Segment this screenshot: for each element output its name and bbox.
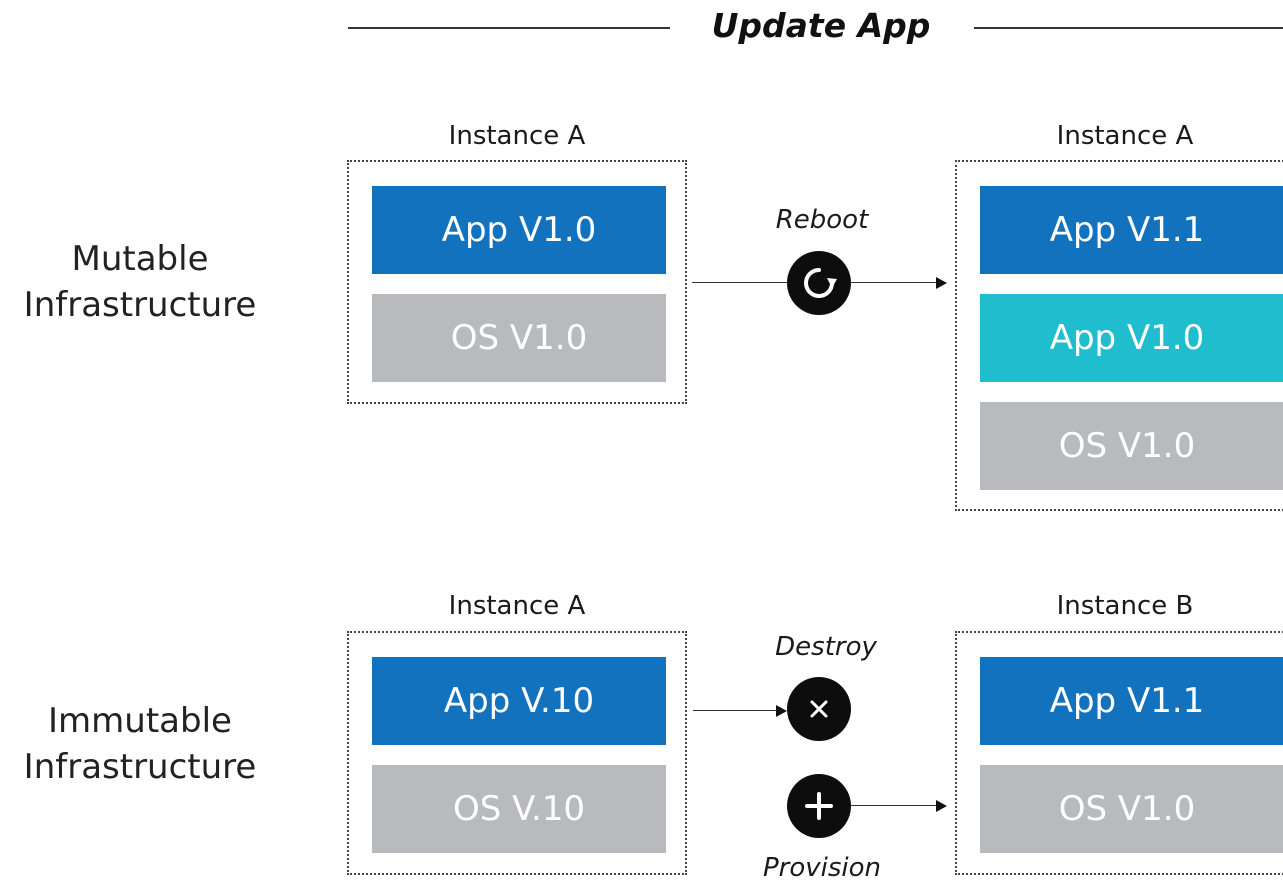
immutable-before-instance-title: Instance A bbox=[448, 591, 586, 621]
immutable-before-os-block: OS V.10 bbox=[372, 765, 666, 853]
immutable-before-app-block: App V.10 bbox=[372, 657, 666, 745]
immutable-after-os-block: OS V1.0 bbox=[980, 765, 1283, 853]
mutable-connector-line-left bbox=[692, 282, 788, 283]
mutable-after-instance-title: Instance A bbox=[1056, 121, 1194, 151]
provision-connector-line bbox=[851, 805, 937, 806]
plus-icon bbox=[787, 774, 851, 838]
mutable-before-instance-title: Instance A bbox=[448, 121, 586, 151]
mutable-arrowhead bbox=[936, 277, 947, 289]
mutable-after-instance: App V1.1 App V1.0 OS V1.0 bbox=[955, 160, 1283, 511]
immutable-row-label: Immutable Infrastructure bbox=[10, 698, 270, 790]
close-icon bbox=[787, 677, 851, 741]
immutable-after-instance-title: Instance B bbox=[1056, 591, 1194, 621]
mutable-after-app-old-block: App V1.0 bbox=[980, 294, 1283, 382]
mutable-row-label: Mutable Infrastructure bbox=[10, 236, 270, 328]
mutable-after-app-new-block: App V1.1 bbox=[980, 186, 1283, 274]
provision-label: Provision bbox=[762, 853, 882, 883]
destroy-connector-line bbox=[693, 710, 777, 711]
reboot-label: Reboot bbox=[775, 205, 869, 235]
mutable-before-instance: App V1.0 OS V1.0 bbox=[347, 160, 687, 404]
mutable-before-os-block: OS V1.0 bbox=[372, 294, 666, 382]
immutable-after-app-block: App V1.1 bbox=[980, 657, 1283, 745]
immutable-after-instance: App V1.1 OS V1.0 bbox=[955, 631, 1283, 875]
immutable-before-instance: App V.10 OS V.10 bbox=[347, 631, 687, 875]
diagram-title: Update App bbox=[711, 6, 931, 45]
header-line-right bbox=[974, 27, 1283, 29]
mutable-before-app-block: App V1.0 bbox=[372, 186, 666, 274]
header-line-left bbox=[348, 27, 670, 29]
mutable-label-line1: Mutable bbox=[71, 239, 209, 279]
destroy-arrowhead bbox=[776, 705, 787, 717]
mutable-label-line2: Infrastructure bbox=[23, 285, 257, 325]
reboot-icon bbox=[787, 251, 851, 315]
mutable-after-os-block: OS V1.0 bbox=[980, 402, 1283, 490]
immutable-label-line2: Infrastructure bbox=[23, 747, 257, 787]
provision-arrowhead bbox=[936, 800, 947, 812]
mutable-connector-line-right bbox=[851, 282, 937, 283]
immutable-label-line1: Immutable bbox=[48, 701, 232, 741]
destroy-label: Destroy bbox=[775, 632, 877, 662]
